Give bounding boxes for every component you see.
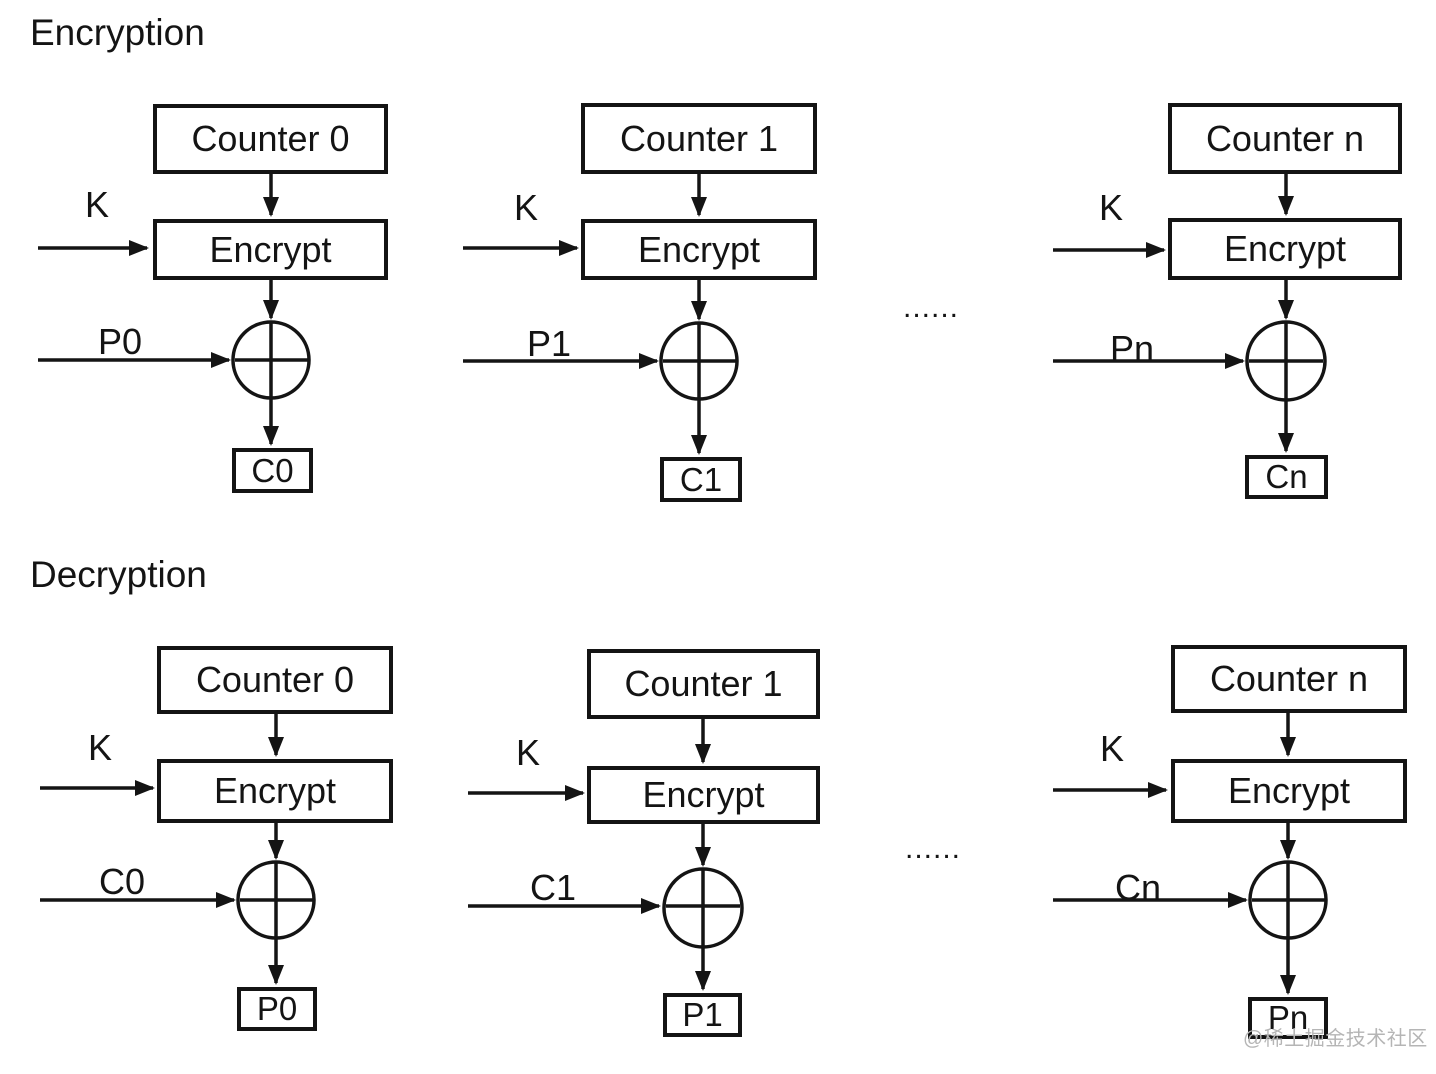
counter-box: Counter 0 — [157, 646, 393, 714]
encrypt-box: Encrypt — [157, 759, 393, 823]
dec-col1-connectors — [468, 719, 744, 991]
encrypt-box: Encrypt — [587, 766, 820, 824]
counter-box: Counter 0 — [153, 104, 388, 174]
enc-col0-connectors — [38, 174, 311, 446]
plaintext-label: Pn — [1110, 328, 1155, 369]
key-label: K — [514, 187, 539, 228]
key-label: K — [1100, 728, 1125, 769]
watermark: @稀土掘金技术社区 — [1243, 1028, 1428, 1050]
ciphertext-label: C0 — [99, 861, 146, 902]
enc-coln-connectors — [1053, 174, 1327, 453]
key-label: K — [1099, 187, 1124, 228]
section-title-decryption: Decryption — [30, 554, 207, 595]
plaintext-label: P1 — [527, 323, 572, 364]
counter-box: Counter n — [1168, 103, 1402, 174]
ciphertext-box: C0 — [232, 448, 313, 493]
section-title-encryption: Encryption — [30, 12, 205, 53]
counter-box: Counter 1 — [587, 649, 820, 719]
ciphertext-box: Cn — [1245, 455, 1328, 499]
encrypt-box: Encrypt — [153, 219, 388, 280]
ciphertext-label: C1 — [530, 867, 577, 908]
ellipsis: ...... — [903, 291, 960, 324]
plaintext-box: Pn — [1248, 997, 1328, 1039]
dec-coln-connectors — [1053, 713, 1328, 995]
counter-box: Counter 1 — [581, 103, 817, 174]
counter-box: Counter n — [1171, 645, 1407, 713]
key-label: K — [88, 727, 113, 768]
ciphertext-label: Cn — [1115, 867, 1162, 908]
ciphertext-box: C1 — [660, 457, 742, 502]
plaintext-box: P0 — [237, 987, 317, 1031]
encrypt-box: Encrypt — [581, 219, 817, 280]
encrypt-box: Encrypt — [1171, 759, 1407, 823]
plaintext-label: P0 — [98, 321, 143, 362]
plaintext-box: P1 — [663, 993, 742, 1037]
key-label: K — [516, 732, 541, 773]
enc-col1-connectors — [463, 174, 739, 455]
ellipsis: ...... — [905, 832, 962, 865]
encrypt-box: Encrypt — [1168, 218, 1402, 280]
dec-col0-connectors — [40, 714, 316, 985]
key-label: K — [85, 184, 110, 225]
